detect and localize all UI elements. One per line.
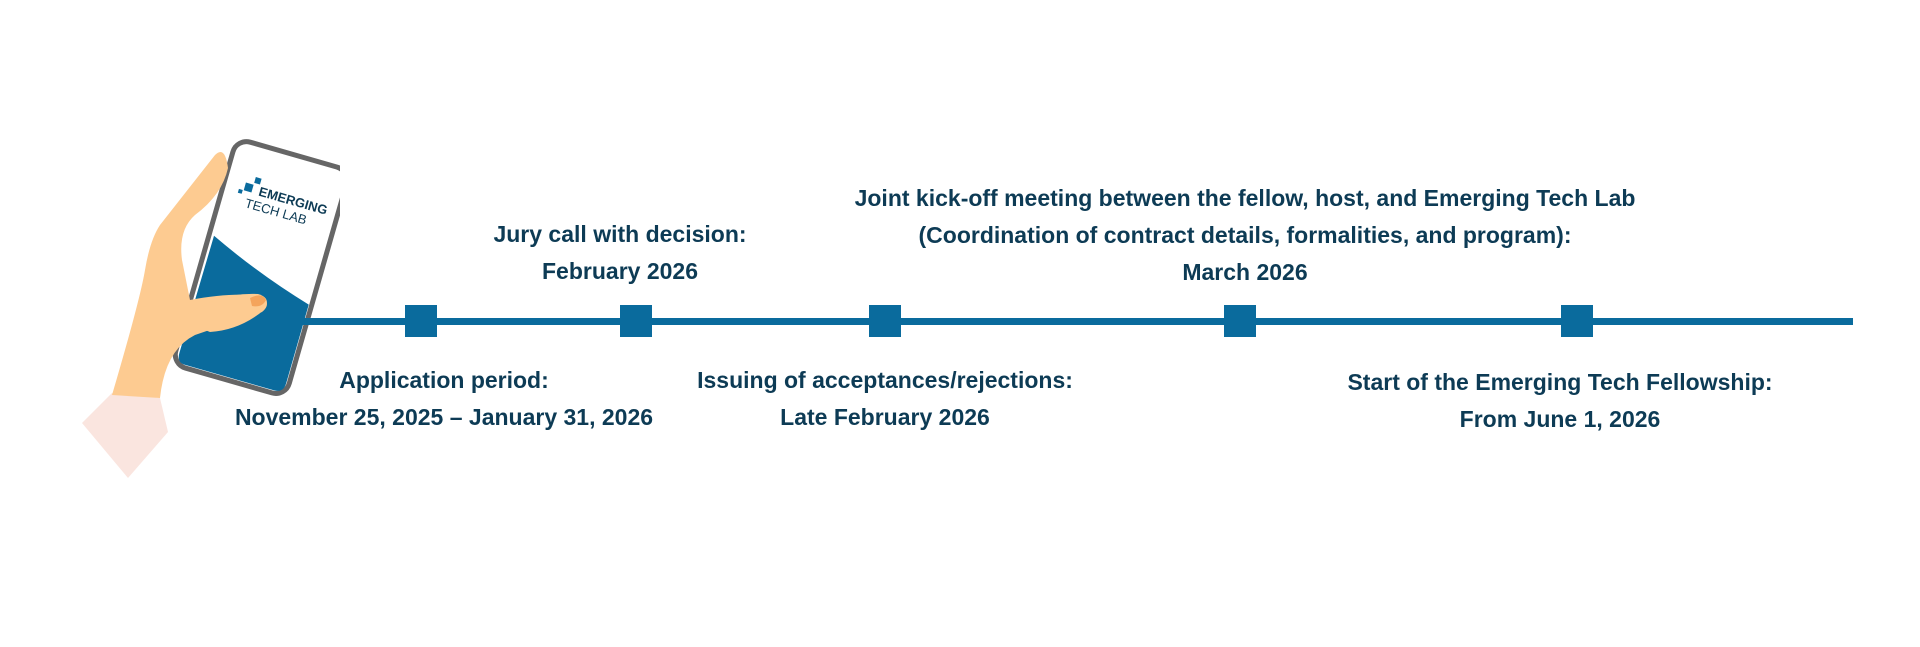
milestone-label-line: Start of the Emerging Tech Fellowship: xyxy=(1347,369,1773,395)
thumb-shape xyxy=(180,293,267,332)
milestone-label-line: February 2026 xyxy=(542,258,698,284)
milestone-marker-fellowship-start xyxy=(1561,305,1593,337)
milestone-label-kickoff: Joint kick-off meeting between the fello… xyxy=(855,180,1636,291)
sleeve-shape xyxy=(82,393,168,478)
milestone-label-acceptances: Issuing of acceptances/rejections: Late … xyxy=(697,362,1073,436)
milestone-label-line: Joint kick-off meeting between the fello… xyxy=(854,185,1636,211)
milestone-label-line: Application period: xyxy=(339,367,549,393)
milestone-label-line: (Coordination of contract details, forma… xyxy=(918,222,1572,248)
milestone-label-fellowship-start: Start of the Emerging Tech Fellowship: F… xyxy=(1347,364,1772,438)
timeline-line xyxy=(270,318,1853,325)
milestone-label-line: March 2026 xyxy=(1182,259,1308,285)
milestone-label-line: Issuing of acceptances/rejections: xyxy=(697,367,1073,393)
milestone-marker-acceptances xyxy=(869,305,901,337)
hand-phone-illustration: EMERGING TECH LAB xyxy=(82,139,340,478)
milestone-label-line: Jury call with decision: xyxy=(493,221,747,247)
milestone-label-line: November 25, 2025 – January 31, 2026 xyxy=(234,404,654,430)
hand-shape xyxy=(112,151,267,398)
fingernail-shape xyxy=(250,295,266,307)
milestone-label-line: Late February 2026 xyxy=(780,404,990,430)
milestone-marker-kickoff xyxy=(1224,305,1256,337)
milestone-marker-application xyxy=(405,305,437,337)
phone-icon: EMERGING TECH LAB xyxy=(172,139,340,396)
milestone-marker-jury xyxy=(620,305,652,337)
milestone-label-jury: Jury call with decision: February 2026 xyxy=(493,216,746,290)
milestone-label-application: Application period: November 25, 2025 – … xyxy=(235,362,653,436)
milestone-label-line: From June 1, 2026 xyxy=(1459,406,1661,432)
